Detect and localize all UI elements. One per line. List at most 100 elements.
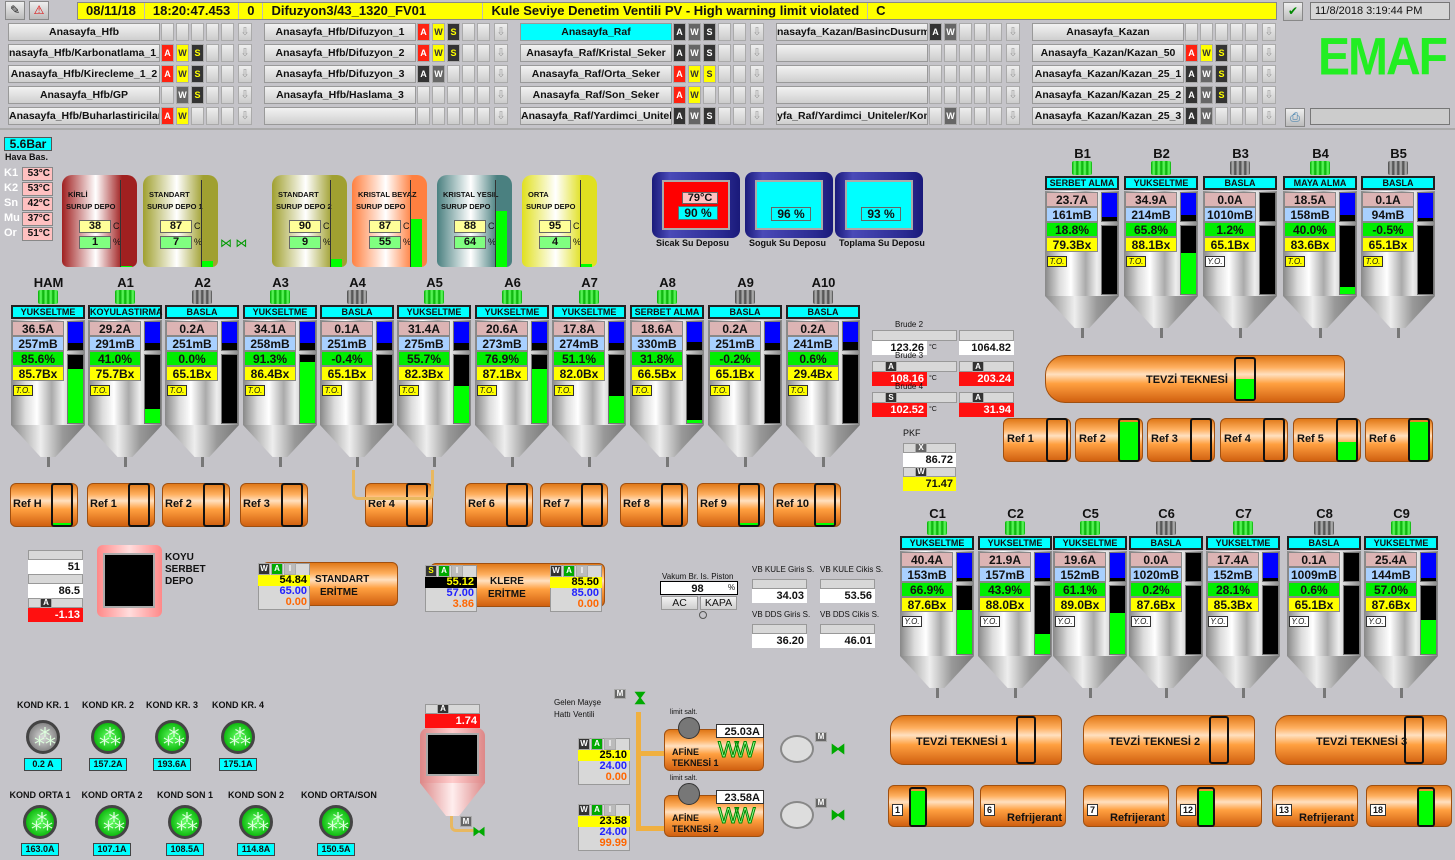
down-arrow-icon[interactable]: ⇩ [238,86,252,104]
nav-button[interactable]: nasayfa_Hfb/Karbonatlama_1_ [8,44,160,62]
nav-button[interactable]: yfa_Raf/Yardimci_Uniteler/Kond [776,107,928,125]
nav-button[interactable]: Anasayfa_Kazan/Kazan_25_1 [1032,65,1184,83]
mode-badge[interactable]: T.O. [788,385,808,396]
tevzi-teknesi[interactable]: TEVZİ TEKNESİ 2 [1083,715,1255,765]
status-label[interactable]: BASLA [320,305,394,319]
refiner[interactable]: Ref 7 [540,483,608,527]
status-label[interactable]: BASLA [1361,176,1435,190]
alarm-ack-icon[interactable]: ⚠ [29,1,49,20]
nav-button[interactable]: Anasayfa_Raf/Son_Seker [520,86,672,104]
condenser-fan-icon[interactable] [26,720,60,754]
down-arrow-icon[interactable]: ⇩ [750,107,764,125]
down-arrow-icon[interactable]: ⇩ [750,65,764,83]
tevzi-teknesi[interactable]: TEVZİ TEKNESİ [1045,355,1345,403]
refiner[interactable]: Ref 6 [1365,418,1433,462]
down-arrow-icon[interactable]: ⇩ [1262,23,1276,41]
nav-button[interactable]: Anasayfa_Hfb [8,23,160,41]
status-label[interactable]: YUKSELTME [1053,536,1127,550]
down-arrow-icon[interactable]: ⇩ [238,65,252,83]
condenser-fan-icon[interactable] [239,805,273,839]
nav-button[interactable]: Anasayfa_Hfb/Kirecleme_1_2 [8,65,160,83]
mode-badge[interactable]: Y.O. [1289,616,1309,627]
nav-button[interactable]: Anasayfa_Hfb/GP [8,86,160,104]
refiner[interactable]: Ref H [10,483,78,527]
mode-badge[interactable]: T.O. [1363,256,1383,267]
nav-button[interactable]: nasayfa_Kazan/BasincDusurme [776,23,928,41]
status-label[interactable]: YUKSELTME [978,536,1052,550]
condenser-fan-icon[interactable] [155,720,189,754]
down-arrow-icon[interactable]: ⇩ [750,44,764,62]
pump-icon[interactable] [780,801,814,829]
condenser-fan-icon[interactable] [23,805,57,839]
mode-badge[interactable]: T.O. [477,385,497,396]
refiner[interactable]: 12 [1176,785,1262,827]
down-arrow-icon[interactable]: ⇩ [494,107,508,125]
refiner[interactable]: Ref 8 [620,483,688,527]
status-label[interactable]: BASLA [708,305,782,319]
refiner[interactable]: Ref 10 [773,483,841,527]
down-arrow-icon[interactable]: ⇩ [238,44,252,62]
refiner[interactable]: Ref 5 [1293,418,1361,462]
status-label[interactable]: YUKSELTME [475,305,549,319]
status-label[interactable]: BASLA [786,305,860,319]
notes-icon[interactable]: ✎ [5,1,25,20]
valve-icon[interactable]: ⧓ [472,823,486,839]
refiner[interactable]: Ref 1 [1003,418,1071,462]
nav-button[interactable]: Anasayfa_Hfb/Buharlastiricilar [8,107,160,125]
nav-button[interactable]: Anasayfa_Raf/Yardimci_Uniteler [520,107,672,125]
down-arrow-icon[interactable]: ⇩ [1006,107,1020,125]
mode-badge[interactable]: T.O. [554,385,574,396]
condenser-fan-icon[interactable] [221,720,255,754]
nav-button[interactable] [264,107,416,125]
nav-button[interactable]: Anasayfa_Raf [520,23,672,41]
nav-button[interactable]: Anasayfa_Hfb/Difuzyon_2 [264,44,416,62]
tevzi-teknesi[interactable]: TEVZİ TEKNESİ 3 [1275,715,1447,765]
mode-badge[interactable]: Y.O. [902,616,922,627]
mode-badge[interactable]: T.O. [710,385,730,396]
tevzi-teknesi[interactable]: TEVZİ TEKNESİ 1 [890,715,1062,765]
nav-button[interactable]: Anasayfa_Kazan/Kazan_50 [1032,44,1184,62]
nav-button[interactable]: Anasayfa_Kazan/Kazan_25_3 [1032,107,1184,125]
status-label[interactable]: MAYA ALMA [1283,176,1357,190]
mode-badge[interactable]: T.O. [90,385,110,396]
mode-badge[interactable]: T.O. [1047,256,1067,267]
condenser-fan-icon[interactable] [168,805,202,839]
mode-badge[interactable]: Y.O. [980,616,1000,627]
down-arrow-icon[interactable]: ⇩ [494,65,508,83]
refiner[interactable]: Ref 9 [697,483,765,527]
mode-badge[interactable]: T.O. [399,385,419,396]
status-label[interactable]: YUKSELTME [1206,536,1280,550]
refiner[interactable]: Ref 4 [1220,418,1288,462]
alarm-banner[interactable]: 08/11/18 18:20:47.453 0 Difuzyon3/43_132… [77,2,1277,20]
down-arrow-icon[interactable]: ⇩ [1262,44,1276,62]
refiner[interactable]: 1 [888,785,974,827]
nav-button[interactable]: Anasayfa_Raf/Kristal_Seker [520,44,672,62]
mode-badge[interactable]: T.O. [1285,256,1305,267]
mode-badge[interactable]: Y.O. [1131,616,1151,627]
refiner[interactable]: 18 [1366,785,1452,827]
nav-button[interactable]: Anasayfa_Hfb/Haslama_3 [264,86,416,104]
refiner[interactable]: Ref 2 [1075,418,1143,462]
down-arrow-icon[interactable]: ⇩ [494,86,508,104]
mode-badge[interactable]: T.O. [245,385,265,396]
valve-icon[interactable]: ⧓ [631,690,648,706]
down-arrow-icon[interactable]: ⇩ [238,23,252,41]
mode-badge[interactable]: T.O. [1126,256,1146,267]
status-label[interactable]: BASLA [1203,176,1277,190]
nav-button[interactable]: Anasayfa_Kazan/Kazan_25_2 [1032,86,1184,104]
refiner[interactable]: Ref 1 [87,483,155,527]
condenser-fan-icon[interactable] [319,805,353,839]
mode-badge[interactable]: T.O. [13,385,33,396]
status-label[interactable]: YUKSELTME [1364,536,1438,550]
nav-button[interactable]: Anasayfa_Hfb/Difuzyon_1 [264,23,416,41]
status-label[interactable]: BASLA [1129,536,1203,550]
down-arrow-icon[interactable]: ⇩ [750,23,764,41]
pump-icon[interactable] [780,735,814,763]
condenser-fan-icon[interactable] [91,720,125,754]
nav-button[interactable]: Anasayfa_Kazan [1032,23,1184,41]
down-arrow-icon[interactable]: ⇩ [1006,23,1020,41]
valve-icon[interactable]: ⧓ [830,807,846,824]
